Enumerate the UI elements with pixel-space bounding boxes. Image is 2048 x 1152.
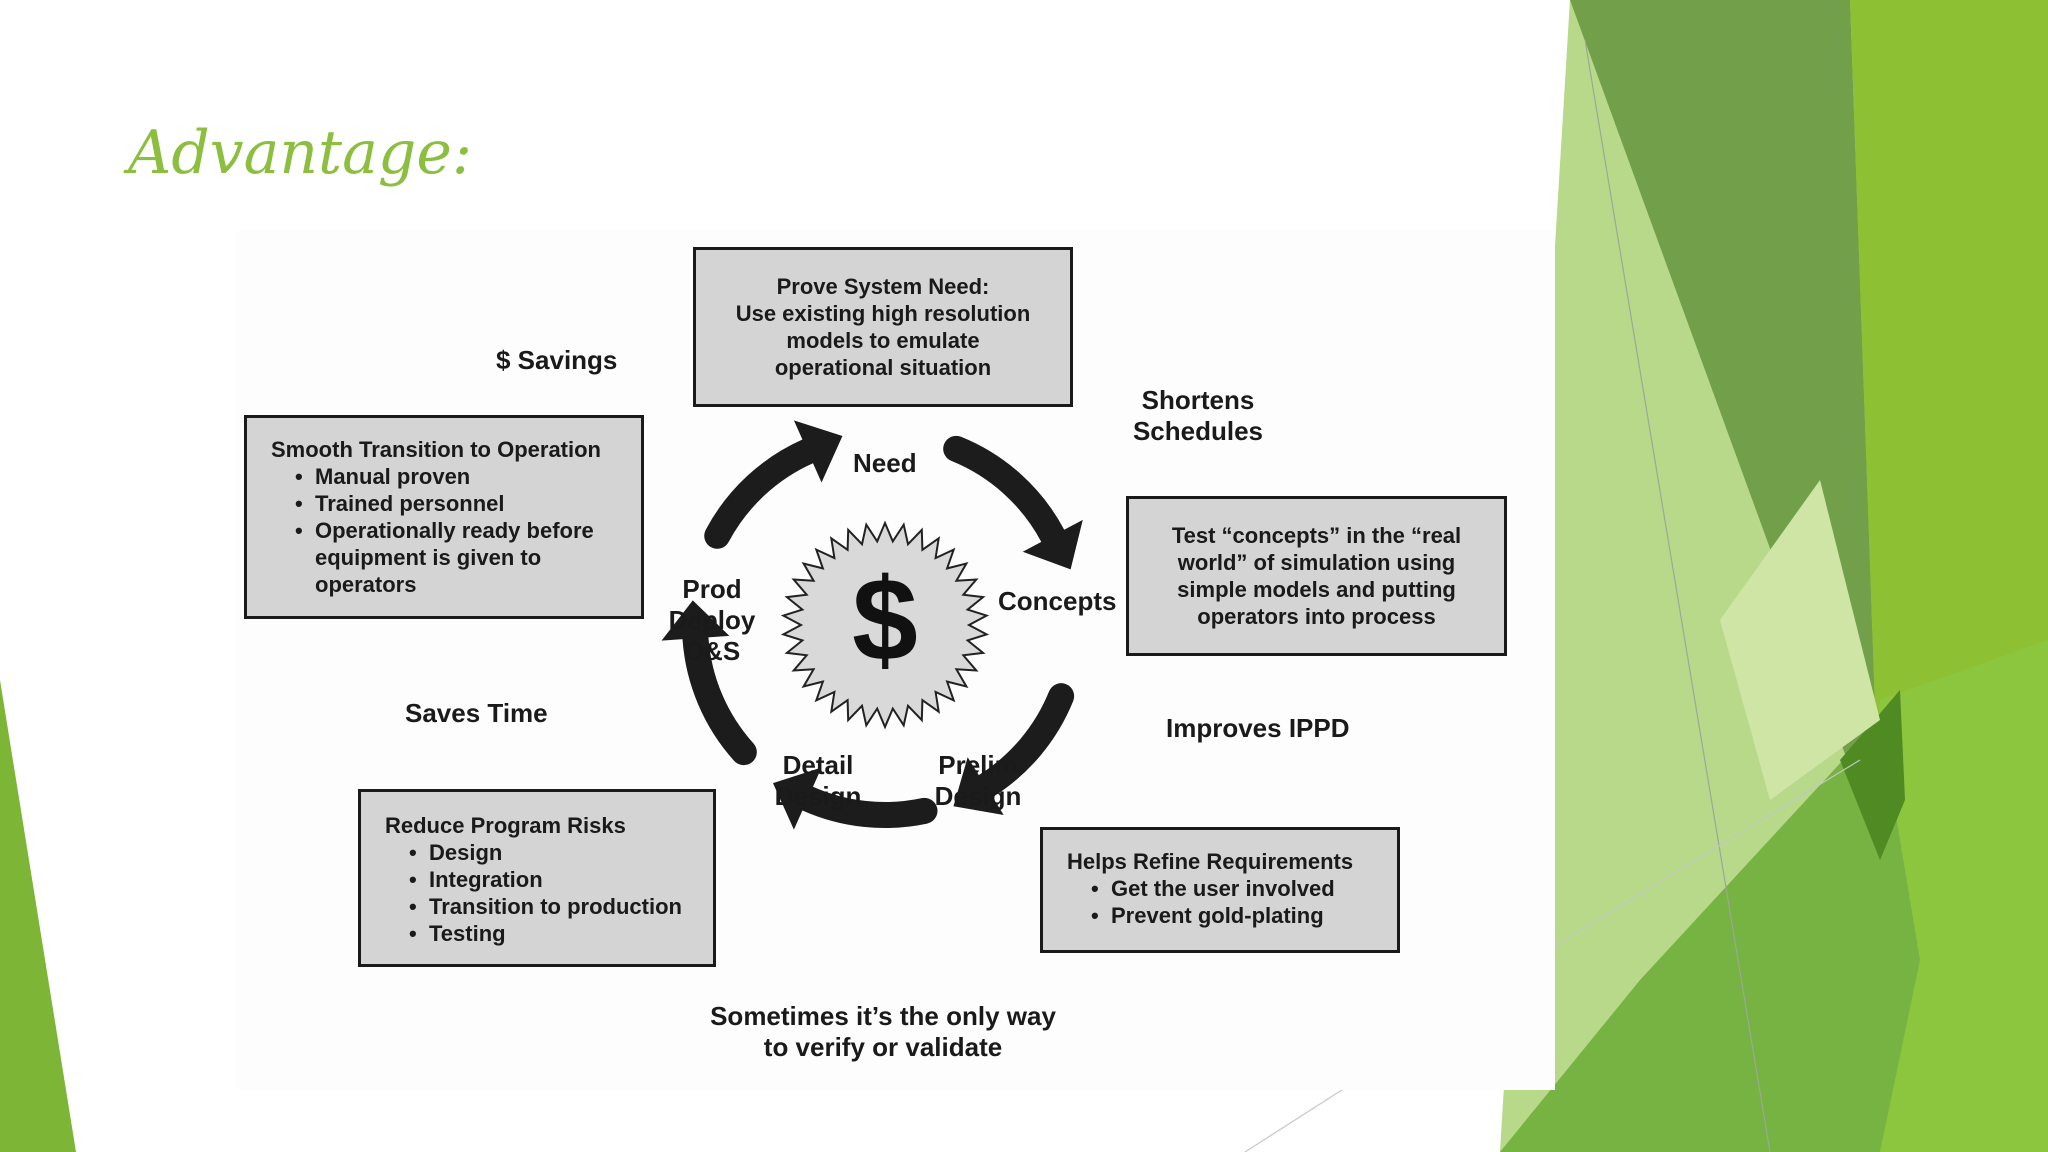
facet-green-3 — [1500, 720, 1920, 1152]
stage-detail-line: Detail — [782, 750, 854, 780]
stage-detail-design: Detail Design — [770, 750, 866, 812]
list-item: Transition to production — [409, 893, 713, 920]
test-concepts-box: Test “concepts” in the “real world” of s… — [1126, 496, 1507, 656]
benefit-savings: $ Savings — [496, 345, 618, 375]
facet-thin-line-1 — [1584, 39, 1771, 1152]
facet-thin-line-3 — [1244, 1087, 1346, 1152]
facet-pale-strip — [1720, 480, 1880, 800]
arrow-detail-to-prod-shaft — [682, 625, 757, 766]
prove-need-line: operational situation — [774, 355, 992, 380]
stage-need: Need — [853, 448, 917, 478]
stage-prod-line: O&S — [683, 636, 741, 666]
stage-prelim-line: Prelim — [938, 750, 1018, 780]
slide-title: Advantage: — [128, 118, 473, 188]
dollar-seal — [780, 520, 990, 730]
list-item: Design — [409, 839, 713, 866]
arrow-need-to-concepts-head — [1022, 519, 1083, 570]
reduce-risks-box: Reduce Program Risks Design Integration … — [358, 789, 716, 967]
test-concepts-line: world” of simulation using — [1177, 550, 1456, 575]
stage-concepts: Concepts — [998, 586, 1117, 616]
benefit-shortens-line: Schedules — [1132, 416, 1264, 446]
prove-need-box: Prove System Need: Use existing high res… — [693, 247, 1073, 407]
facet-bright-1 — [1850, 0, 2048, 850]
stage-prelim-design: Prelim Design — [930, 750, 1026, 812]
arrow-prelim-to-detail-shaft — [794, 785, 938, 828]
stage-prod-line: Deploy — [668, 605, 756, 635]
list-item: Trained personnel — [295, 490, 631, 517]
arrow-concepts-to-prelim-head — [953, 757, 1004, 815]
stage-prod-deploy: Prod Deploy O&S — [664, 574, 760, 667]
test-concepts-line: simple models and putting — [1177, 577, 1456, 602]
seal-starburst — [780, 520, 990, 730]
test-concepts-line: operators into process — [1197, 604, 1436, 629]
benefit-only-way-line: Sometimes it’s the only way — [710, 1001, 1056, 1031]
refine-requirements-list: Get the user involved Prevent gold-plati… — [1067, 875, 1397, 929]
refine-requirements-box: Helps Refine Requirements Get the user i… — [1040, 827, 1400, 953]
list-item: Manual proven — [295, 463, 631, 490]
list-item: Get the user involved — [1091, 875, 1397, 902]
left-green-sliver — [0, 680, 76, 1152]
arrow-prelim-to-detail-head — [773, 767, 822, 830]
reduce-risks-title: Reduce Program Risks — [385, 813, 626, 838]
prove-need-line: Use existing high resolution — [735, 301, 1031, 326]
stage-prelim-line: Design — [934, 781, 1022, 811]
benefit-shortens-schedules: Shortens Schedules — [1120, 385, 1276, 447]
list-item: Integration — [409, 866, 713, 893]
arrow-detail-to-prod-head — [661, 600, 730, 641]
cycle-arrows — [661, 420, 1083, 830]
arrow-prod-to-need-head — [793, 420, 843, 483]
arrow-prod-to-need-shaft — [704, 438, 821, 549]
smooth-transition-title: Smooth Transition to Operation — [271, 437, 601, 462]
dollar-symbol: $ — [852, 554, 918, 686]
stage-detail-line: Design — [774, 781, 862, 811]
list-item: Operationally ready before equipment is … — [295, 517, 615, 598]
benefit-only-way: Sometimes it’s the only way to verify or… — [680, 1001, 1086, 1063]
smooth-transition-box: Smooth Transition to Operation Manual pr… — [244, 415, 644, 619]
test-concepts-line: Test “concepts” in the “real — [1171, 523, 1462, 548]
facet-deep — [1840, 690, 1905, 860]
smooth-transition-list: Manual proven Trained personnel Operatio… — [271, 463, 631, 598]
prove-need-line: models to emulate — [786, 328, 980, 353]
arrow-need-to-concepts-shaft — [943, 435, 1066, 549]
reduce-risks-list: Design Integration Transition to product… — [385, 839, 713, 947]
facet-thin-line-2 — [1539, 759, 1861, 956]
benefit-improves-ippd: Improves IPPD — [1166, 713, 1350, 743]
benefit-saves-time: Saves Time — [405, 698, 548, 728]
benefit-only-way-line: to verify or validate — [763, 1032, 1003, 1062]
list-item: Testing — [409, 920, 713, 947]
prove-need-line: Prove System Need: — [776, 274, 990, 299]
arrow-concepts-to-prelim-shaft — [972, 683, 1075, 800]
stage-prod-line: Prod — [682, 574, 742, 604]
list-item: Prevent gold-plating — [1091, 902, 1397, 929]
refine-requirements-title: Helps Refine Requirements — [1067, 849, 1354, 874]
benefit-shortens-line: Shortens — [1141, 385, 1255, 415]
